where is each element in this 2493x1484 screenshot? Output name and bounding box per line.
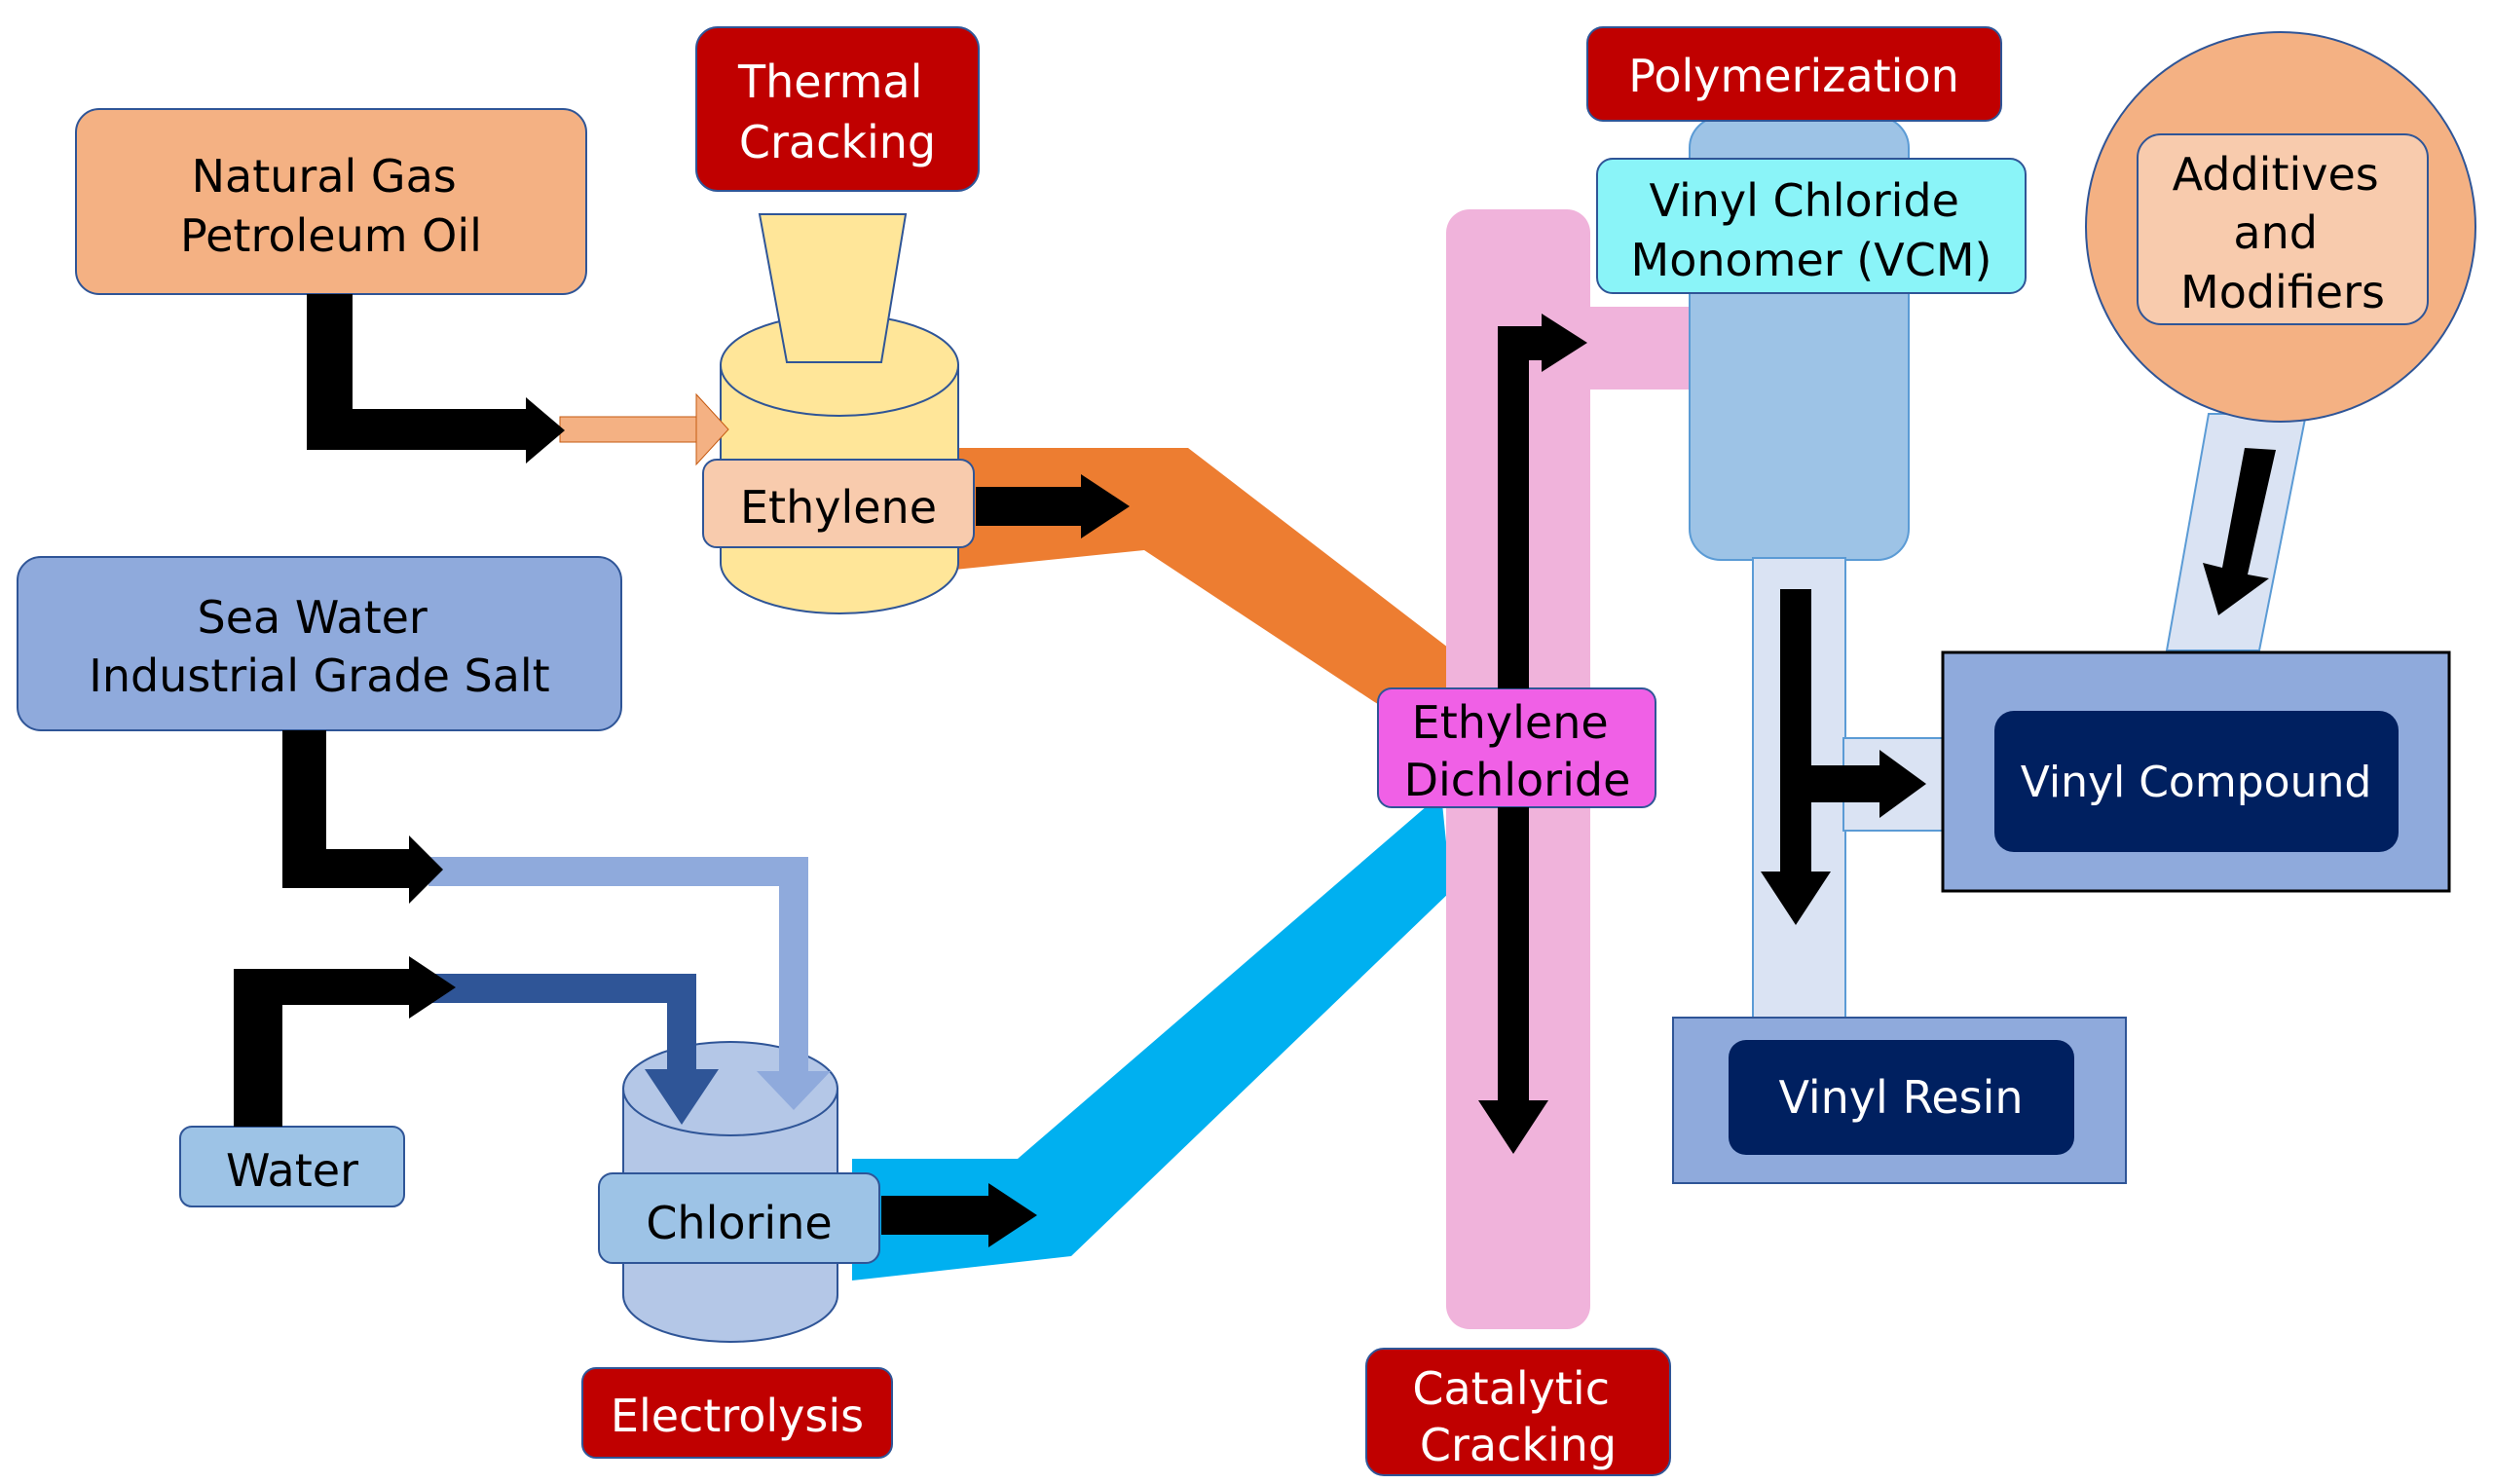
sea-water-label-line2: Industrial Grade Salt — [89, 649, 549, 702]
electrolysis-box — [581, 1367, 893, 1459]
natural-gas-label-line2: Petroleum Oil — [180, 209, 482, 262]
ethylene-label: Ethylene — [740, 481, 937, 534]
edc-down-arrow — [1478, 807, 1548, 1154]
polymerization-label: Polymerization — [1628, 50, 1959, 102]
black-arrows — [234, 294, 2276, 1247]
catalytic-cracking-label-line2: Cracking — [1420, 1419, 1617, 1471]
water-pipe — [424, 974, 696, 1079]
natural-gas-label: Natural Gas Petroleum Oil — [180, 150, 482, 262]
water-label: Water — [226, 1144, 358, 1197]
chlorine-label: Chlorine — [646, 1197, 832, 1249]
salt-water-pipe — [428, 857, 808, 1081]
thermal-cracking-label-line1: Thermal — [737, 56, 922, 108]
vcm-to-resin-arrow — [1761, 589, 1831, 925]
feed-hopper — [758, 213, 908, 363]
ethylene-box — [702, 459, 975, 548]
thermal-cracking-label-line2: Cracking — [739, 116, 936, 168]
chlorine-box — [598, 1172, 880, 1264]
gas-feed-pipe — [559, 416, 702, 443]
polymerization-box — [1586, 26, 2002, 122]
thermal-cracking-vessel — [720, 213, 959, 614]
vcm-label: Vinyl Chloride Monomer (VCM) — [1631, 174, 1992, 286]
electrolysis-label: Electrolysis — [611, 1390, 864, 1442]
vinyl-compound-label: Vinyl Compound — [2021, 758, 2372, 807]
edc-label: Ethylene Dichloride — [1404, 696, 1631, 806]
additives-label-line1: Additives — [2173, 148, 2379, 201]
chlorine-to-edc-flow — [852, 794, 1451, 1280]
vinyl-resin-box — [1729, 1040, 2074, 1155]
catalytic-cracking-label-line1: Catalytic — [1412, 1362, 1610, 1415]
additives-label: Additives and Modifiers — [2173, 148, 2394, 318]
ethylene-flow-arrow — [976, 474, 1130, 538]
thermal-cracking-box — [695, 26, 980, 192]
natural-gas-label-line1: Natural Gas — [192, 150, 457, 203]
vinyl-compound-box — [1994, 711, 2399, 852]
gas-flow-arrow — [307, 294, 565, 464]
catalytic-cracking-box — [1365, 1348, 1671, 1476]
vcm-label-line1: Vinyl Chloride — [1649, 174, 1958, 227]
edc-label-line1: Ethylene — [1412, 696, 1609, 749]
additives-box — [2137, 133, 2429, 325]
additives-label-line2: and — [2233, 206, 2318, 259]
vinyl-resin-label: Vinyl Resin — [1778, 1071, 2023, 1124]
edc-label-line2: Dichloride — [1404, 754, 1631, 806]
sea-water-flow-arrow — [282, 730, 443, 904]
edc-to-vcm-connector — [1587, 307, 1694, 390]
thermal-cracking-label: Thermal Cracking — [737, 56, 937, 168]
catalytic-cracking-label: Catalytic Cracking — [1412, 1362, 1623, 1471]
water-pipe-head — [645, 1069, 719, 1125]
sea-water-box — [17, 556, 622, 731]
edc-to-vcm-arrow — [1498, 314, 1587, 688]
salt-water-pipe-head — [757, 1071, 831, 1110]
additives-down-arrow — [2203, 448, 2276, 615]
chlorine-flow-arrow — [881, 1183, 1037, 1247]
vcm-label-line2: Monomer (VCM) — [1631, 234, 1992, 286]
gas-feed-head — [695, 392, 729, 466]
sea-water-label: Sea Water Industrial Grade Salt — [89, 591, 549, 702]
vcm-box — [1596, 158, 2027, 294]
additives-label-line3: Modifiers — [2180, 266, 2385, 318]
water-box — [179, 1126, 405, 1207]
vcm-to-compound-arrow — [1782, 750, 1926, 818]
water-flow-arrow — [234, 956, 456, 1127]
sea-water-label-line1: Sea Water — [198, 591, 428, 644]
